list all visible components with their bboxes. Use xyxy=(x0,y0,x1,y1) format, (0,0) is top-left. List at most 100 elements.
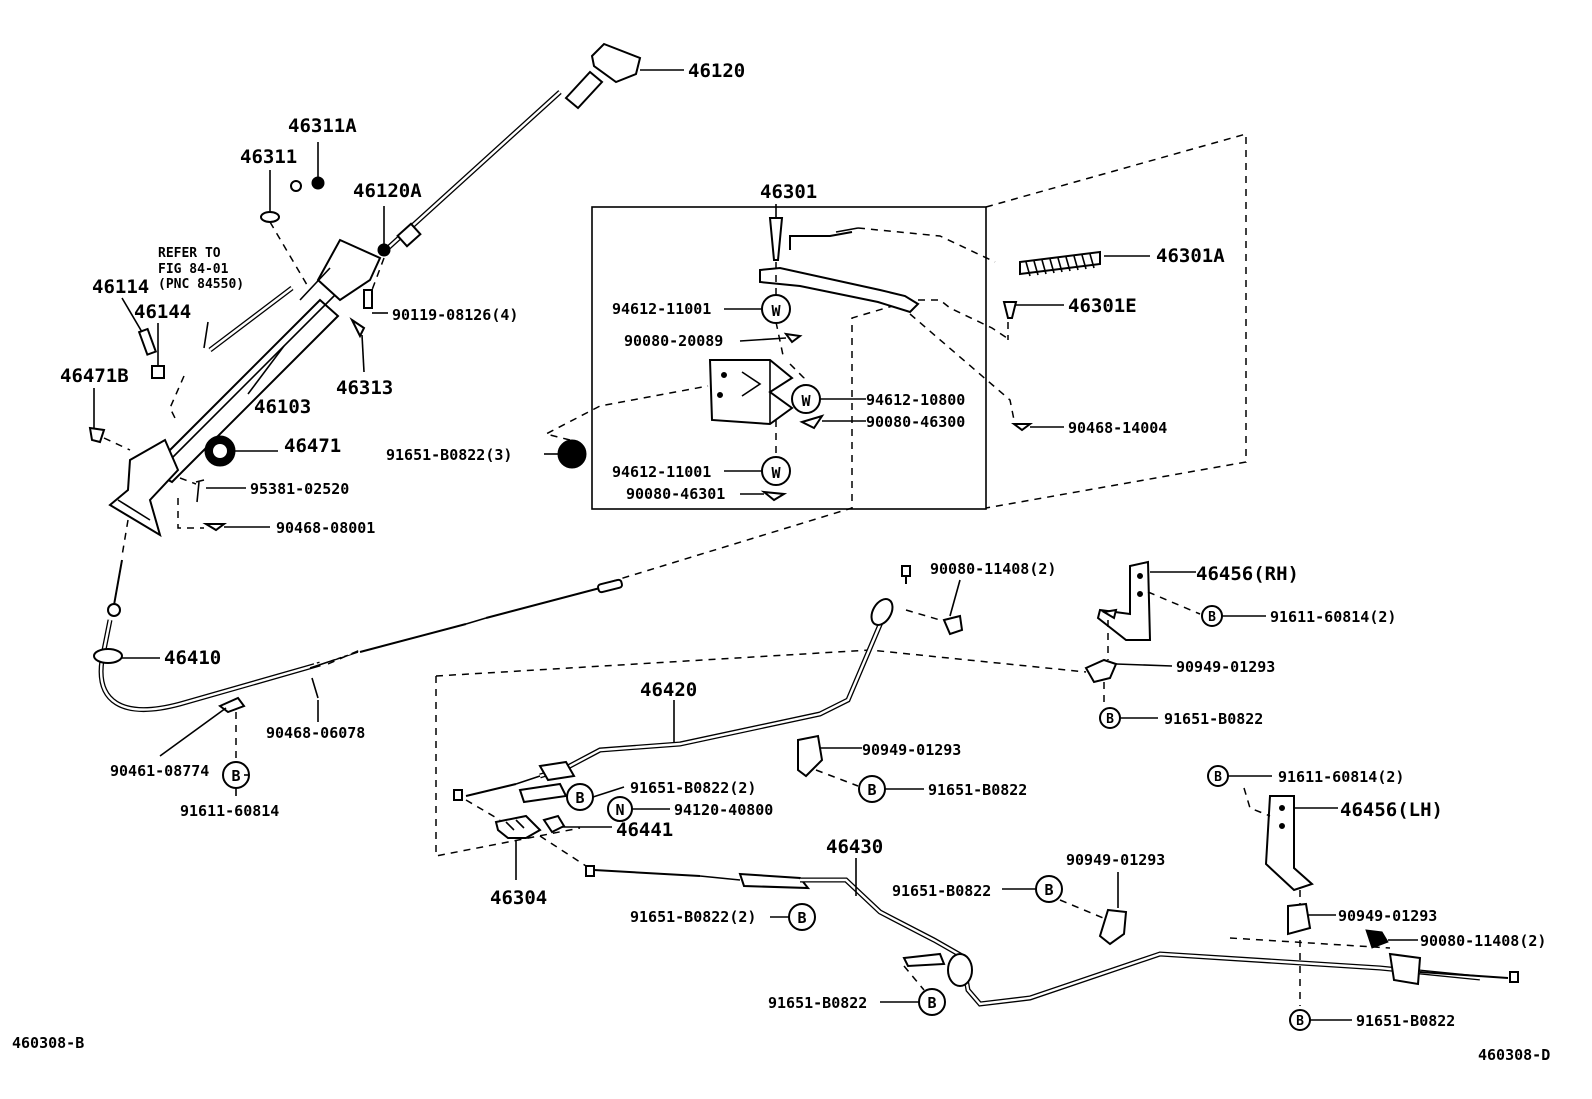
bracket-46456-LH[interactable] xyxy=(1264,795,1338,892)
pin-46311[interactable] xyxy=(260,170,280,223)
front-cable-46410[interactable] xyxy=(93,559,623,712)
svg-text:B: B xyxy=(1296,1014,1304,1029)
label-90949-01293-d: 90949-01293 xyxy=(1338,907,1437,925)
label-46120A: 46120A xyxy=(353,180,422,202)
marker-b-91651-center[interactable]: B xyxy=(1035,875,1063,903)
lever-body-46103[interactable] xyxy=(108,238,382,538)
clip-90468-06078[interactable] xyxy=(311,677,319,722)
leader-dash-b-bottom xyxy=(903,965,925,991)
label-46120: 46120 xyxy=(688,60,745,82)
clip-90080-46300[interactable] xyxy=(799,414,825,430)
bracket-plate[interactable] xyxy=(708,359,794,426)
svg-text:B: B xyxy=(1106,712,1114,727)
label-94612-10800: 94612-10800 xyxy=(866,391,965,409)
nut-46441[interactable] xyxy=(542,814,612,834)
label-46313: 46313 xyxy=(336,377,393,399)
label-46471B: 46471B xyxy=(60,365,129,387)
clip-90080-20089[interactable] xyxy=(783,332,803,344)
clip-90468-14004[interactable] xyxy=(1011,423,1064,432)
label-46410: 46410 xyxy=(164,647,221,669)
bracket-90949-d[interactable] xyxy=(1287,902,1336,936)
label-91611-60814-lh: 91611-60814(2) xyxy=(1278,768,1404,786)
washer-w2[interactable]: W xyxy=(791,384,821,414)
label-91651-B0822-3: 91651-B0822(3) xyxy=(386,446,512,464)
clip-46313[interactable] xyxy=(349,317,366,373)
leader-dash-box xyxy=(985,133,1247,509)
label-91651-B0822-lh: 91651-B0822 xyxy=(1356,1012,1455,1030)
label-46456-LH: 46456(LH) xyxy=(1340,799,1443,821)
leader-dash-14004 xyxy=(909,313,1015,421)
svg-text:N: N xyxy=(615,801,624,819)
spring-46311A[interactable] xyxy=(290,142,325,192)
pin-95381[interactable] xyxy=(195,479,205,503)
bracket-46456-RH[interactable] xyxy=(1096,560,1196,641)
svg-text:B: B xyxy=(1208,610,1216,625)
marker-n-94120[interactable]: N xyxy=(607,796,633,822)
svg-text:B: B xyxy=(797,909,806,927)
clip-90080-46301[interactable] xyxy=(760,490,788,502)
nut-46120A[interactable] xyxy=(377,206,391,257)
grommet-46471[interactable] xyxy=(204,435,236,467)
washer-markers xyxy=(775,262,805,458)
cable-46420[interactable] xyxy=(453,565,911,804)
grommet-91651-inset[interactable] xyxy=(557,439,587,469)
bolt-90080-11408-lh[interactable] xyxy=(1365,929,1418,949)
clip-90468-08001[interactable] xyxy=(202,523,227,532)
bracket-46304[interactable] xyxy=(494,814,542,880)
cable-46430[interactable] xyxy=(585,865,1519,1007)
leader-dash-46301E xyxy=(918,299,1011,341)
bolt-90119[interactable] xyxy=(363,289,388,314)
label-46301: 46301 xyxy=(760,181,817,203)
spring-46301A[interactable] xyxy=(1019,250,1150,277)
label-refer-2: FIG 84-01 xyxy=(158,262,229,277)
label-90949-01293-a: 90949-01293 xyxy=(1176,658,1275,676)
svg-text:B: B xyxy=(867,781,876,799)
leader-dash-46301 xyxy=(609,301,907,583)
washer-w3[interactable]: W xyxy=(761,456,791,486)
marker-b-91651-rh[interactable]: B xyxy=(1099,707,1121,729)
leader-dash-spring xyxy=(857,227,996,263)
svg-text:W: W xyxy=(771,302,781,320)
label-90468-06078: 90468-06078 xyxy=(266,724,365,742)
label-90119-08126: 90119-08126(4) xyxy=(392,306,518,324)
sensor-46114[interactable] xyxy=(121,297,158,356)
label-94120-40800: 94120-40800 xyxy=(674,801,773,819)
marker-b-91651-2[interactable]: B xyxy=(566,783,594,811)
label-91651-B0822-mid: 91651-B0822 xyxy=(928,781,1027,799)
label-90080-46300: 90080-46300 xyxy=(866,413,965,431)
label-90080-11408-top: 90080-11408(2) xyxy=(930,560,1056,578)
marker-b-91651-46430[interactable]: B xyxy=(788,903,816,931)
label-46304: 46304 xyxy=(490,887,547,909)
figure-code-left: 460308-B xyxy=(12,1034,84,1052)
clip-90080-11408-top[interactable] xyxy=(905,579,964,636)
lever-arm-46301[interactable] xyxy=(759,227,920,314)
cover-46471B[interactable] xyxy=(88,388,106,444)
marker-b-91651-bottom[interactable]: B xyxy=(918,988,946,1016)
lever-rod-46120[interactable] xyxy=(386,42,642,250)
label-46311A: 46311A xyxy=(288,115,357,137)
pin-46301E[interactable] xyxy=(1002,301,1064,319)
label-46456-RH: 46456(RH) xyxy=(1196,563,1299,585)
bracket-90949-b[interactable] xyxy=(797,734,862,787)
label-91651-B0822-2-a: 91651-B0822(2) xyxy=(630,779,756,797)
marker-b-91611-rh[interactable]: B xyxy=(1201,605,1223,627)
bracket-90461[interactable] xyxy=(159,696,246,757)
marker-b-91651-mid[interactable]: B xyxy=(858,775,886,803)
label-46301A: 46301A xyxy=(1156,245,1225,267)
washer-w1[interactable]: W xyxy=(761,294,791,324)
leader-dash-46430 xyxy=(539,835,587,867)
label-90949-01293-c: 90949-01293 xyxy=(1066,851,1165,869)
marker-b-91611-lh[interactable]: B xyxy=(1207,765,1229,787)
label-95381-02520: 95381-02520 xyxy=(250,480,349,498)
label-leaders xyxy=(122,69,1352,1021)
label-90468-14004: 90468-14004 xyxy=(1068,419,1167,437)
bracket-90949-a[interactable] xyxy=(1084,620,1173,706)
pivot-pin-46301[interactable] xyxy=(768,204,784,261)
leader-dash-b-lh xyxy=(1229,937,1391,949)
bracket-90949-c[interactable] xyxy=(1098,872,1128,946)
cable-84550[interactable] xyxy=(208,286,294,352)
label-46420: 46420 xyxy=(640,679,697,701)
marker-b-91651-lh[interactable]: B xyxy=(1289,1009,1311,1031)
cap-46144[interactable] xyxy=(151,323,165,379)
